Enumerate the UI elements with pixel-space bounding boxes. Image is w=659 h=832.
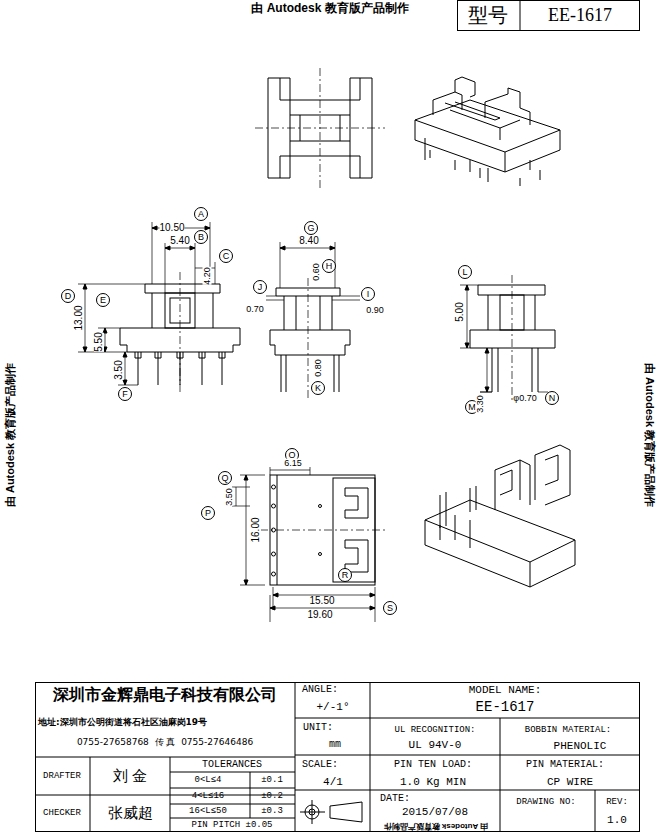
callout-letter: D <box>61 289 75 303</box>
dimension: 3.30 <box>476 395 485 413</box>
cell-heading: UNIT: <box>303 723 333 733</box>
cell-value: ±0.2 <box>261 792 283 801</box>
watermark: 由 Autodesk 教育版产品制作 <box>251 2 408 14</box>
cell-value: 1.0 Kg MIN <box>400 777 466 788</box>
watermark: 由 Autodesk 教育版产品制作 <box>644 363 655 507</box>
dimension: 16.00 <box>251 517 261 542</box>
dimension: 0.90 <box>366 306 384 315</box>
phone: 0755-27658768 传 真 0755-27646486 <box>77 738 253 747</box>
cell-heading: CHECKER <box>43 809 81 818</box>
cell-value: EE-1617 <box>476 700 535 714</box>
dimension: 19.60 <box>307 610 332 620</box>
callout-letter: L <box>458 265 472 279</box>
cell-value: 1.0 <box>607 815 627 826</box>
callout-letter: A <box>194 207 208 221</box>
cell-heading: DRAWING NO: <box>516 798 575 807</box>
cell-value: PIN PITCH ±0.05 <box>191 821 272 830</box>
cell-value: 2015/07/08 <box>402 807 468 818</box>
cell-heading: PIN TEN LOAD: <box>394 760 472 770</box>
callout-letter: Q <box>218 471 232 485</box>
dimension: 8.40 <box>299 236 318 246</box>
dimension: 15.50 <box>309 596 334 606</box>
cell-value: 4/1 <box>323 777 343 788</box>
dimension: 5.50 <box>94 332 104 351</box>
callout-letter: J <box>253 280 267 294</box>
callout-letter: F <box>118 387 132 401</box>
callout-letter: K <box>311 381 325 395</box>
cell-value: PHENOLIC <box>554 741 607 752</box>
callout-letter: P <box>201 506 215 520</box>
callout-letter: C <box>219 249 233 263</box>
cell-heading: SCALE: <box>302 760 338 770</box>
dimension: 4.20 <box>203 267 212 285</box>
cell-heading: TOLERANCES <box>202 760 262 770</box>
model-number: EE-1617 <box>548 6 612 24</box>
cell-heading: BOBBIN MATERIAL: <box>525 726 611 735</box>
dimension: 3.50 <box>114 360 124 379</box>
dimension: 0.70 <box>246 305 264 314</box>
callout-letter: R <box>338 568 352 582</box>
callout-letter: B <box>194 230 208 244</box>
dimension: 5.40 <box>170 236 189 246</box>
address: 地址:深圳市公明街道将石社区油麻岗19号 <box>38 718 207 727</box>
cell-value: UL 94V-0 <box>409 740 462 751</box>
company-name: 深圳市金辉鼎电子科技有限公司 <box>53 687 277 703</box>
cell-value: ±0.3 <box>261 807 283 816</box>
dimension: 0.60 <box>312 263 321 281</box>
cell-value: mm <box>329 740 341 750</box>
dimension: φ0.70 <box>513 394 536 403</box>
callout-letter: G <box>304 221 318 235</box>
cell-value: 刘 金 <box>113 769 148 784</box>
callout-letter: H <box>322 259 336 273</box>
callout-letter: N <box>545 391 559 405</box>
model-label: 型号 <box>468 5 508 25</box>
dimension: 3.50 <box>225 488 234 506</box>
cell-heading: ANGLE: <box>302 685 338 695</box>
callout-letter: E <box>96 293 110 307</box>
cell-value: 16<L≤50 <box>189 807 227 816</box>
cell-heading: REV: <box>606 798 628 807</box>
watermark: 由 Autodesk 教育版产品制作 <box>384 822 489 830</box>
dimension: 10.50 <box>159 223 184 233</box>
cell-value: 4<L≤16 <box>192 792 224 801</box>
cell-value: CP WIRE <box>547 777 593 788</box>
cell-heading: PIN MATERIAL: <box>526 760 604 770</box>
callout-letter: I <box>361 287 375 301</box>
cell-value: 张威超 <box>108 806 153 821</box>
cell-value: ±0.1 <box>261 776 283 785</box>
dimension: 5.00 <box>455 302 465 321</box>
cell-value: 0<L≤4 <box>194 776 221 785</box>
watermark: 由 Autodesk 教育版产品制作 <box>5 363 16 507</box>
dimension: 6.15 <box>284 459 302 468</box>
cell-value: +/-1° <box>316 702 349 713</box>
cell-heading: DATE: <box>380 794 410 804</box>
callout-letter: S <box>383 601 397 615</box>
cell-heading: UL RECOGNITION: <box>394 726 475 735</box>
cell-heading: DRAFTER <box>43 772 81 781</box>
cell-heading: MODEL NAME: <box>469 685 542 696</box>
dimension: 0.80 <box>314 359 323 377</box>
dimension: 13.00 <box>74 305 84 330</box>
